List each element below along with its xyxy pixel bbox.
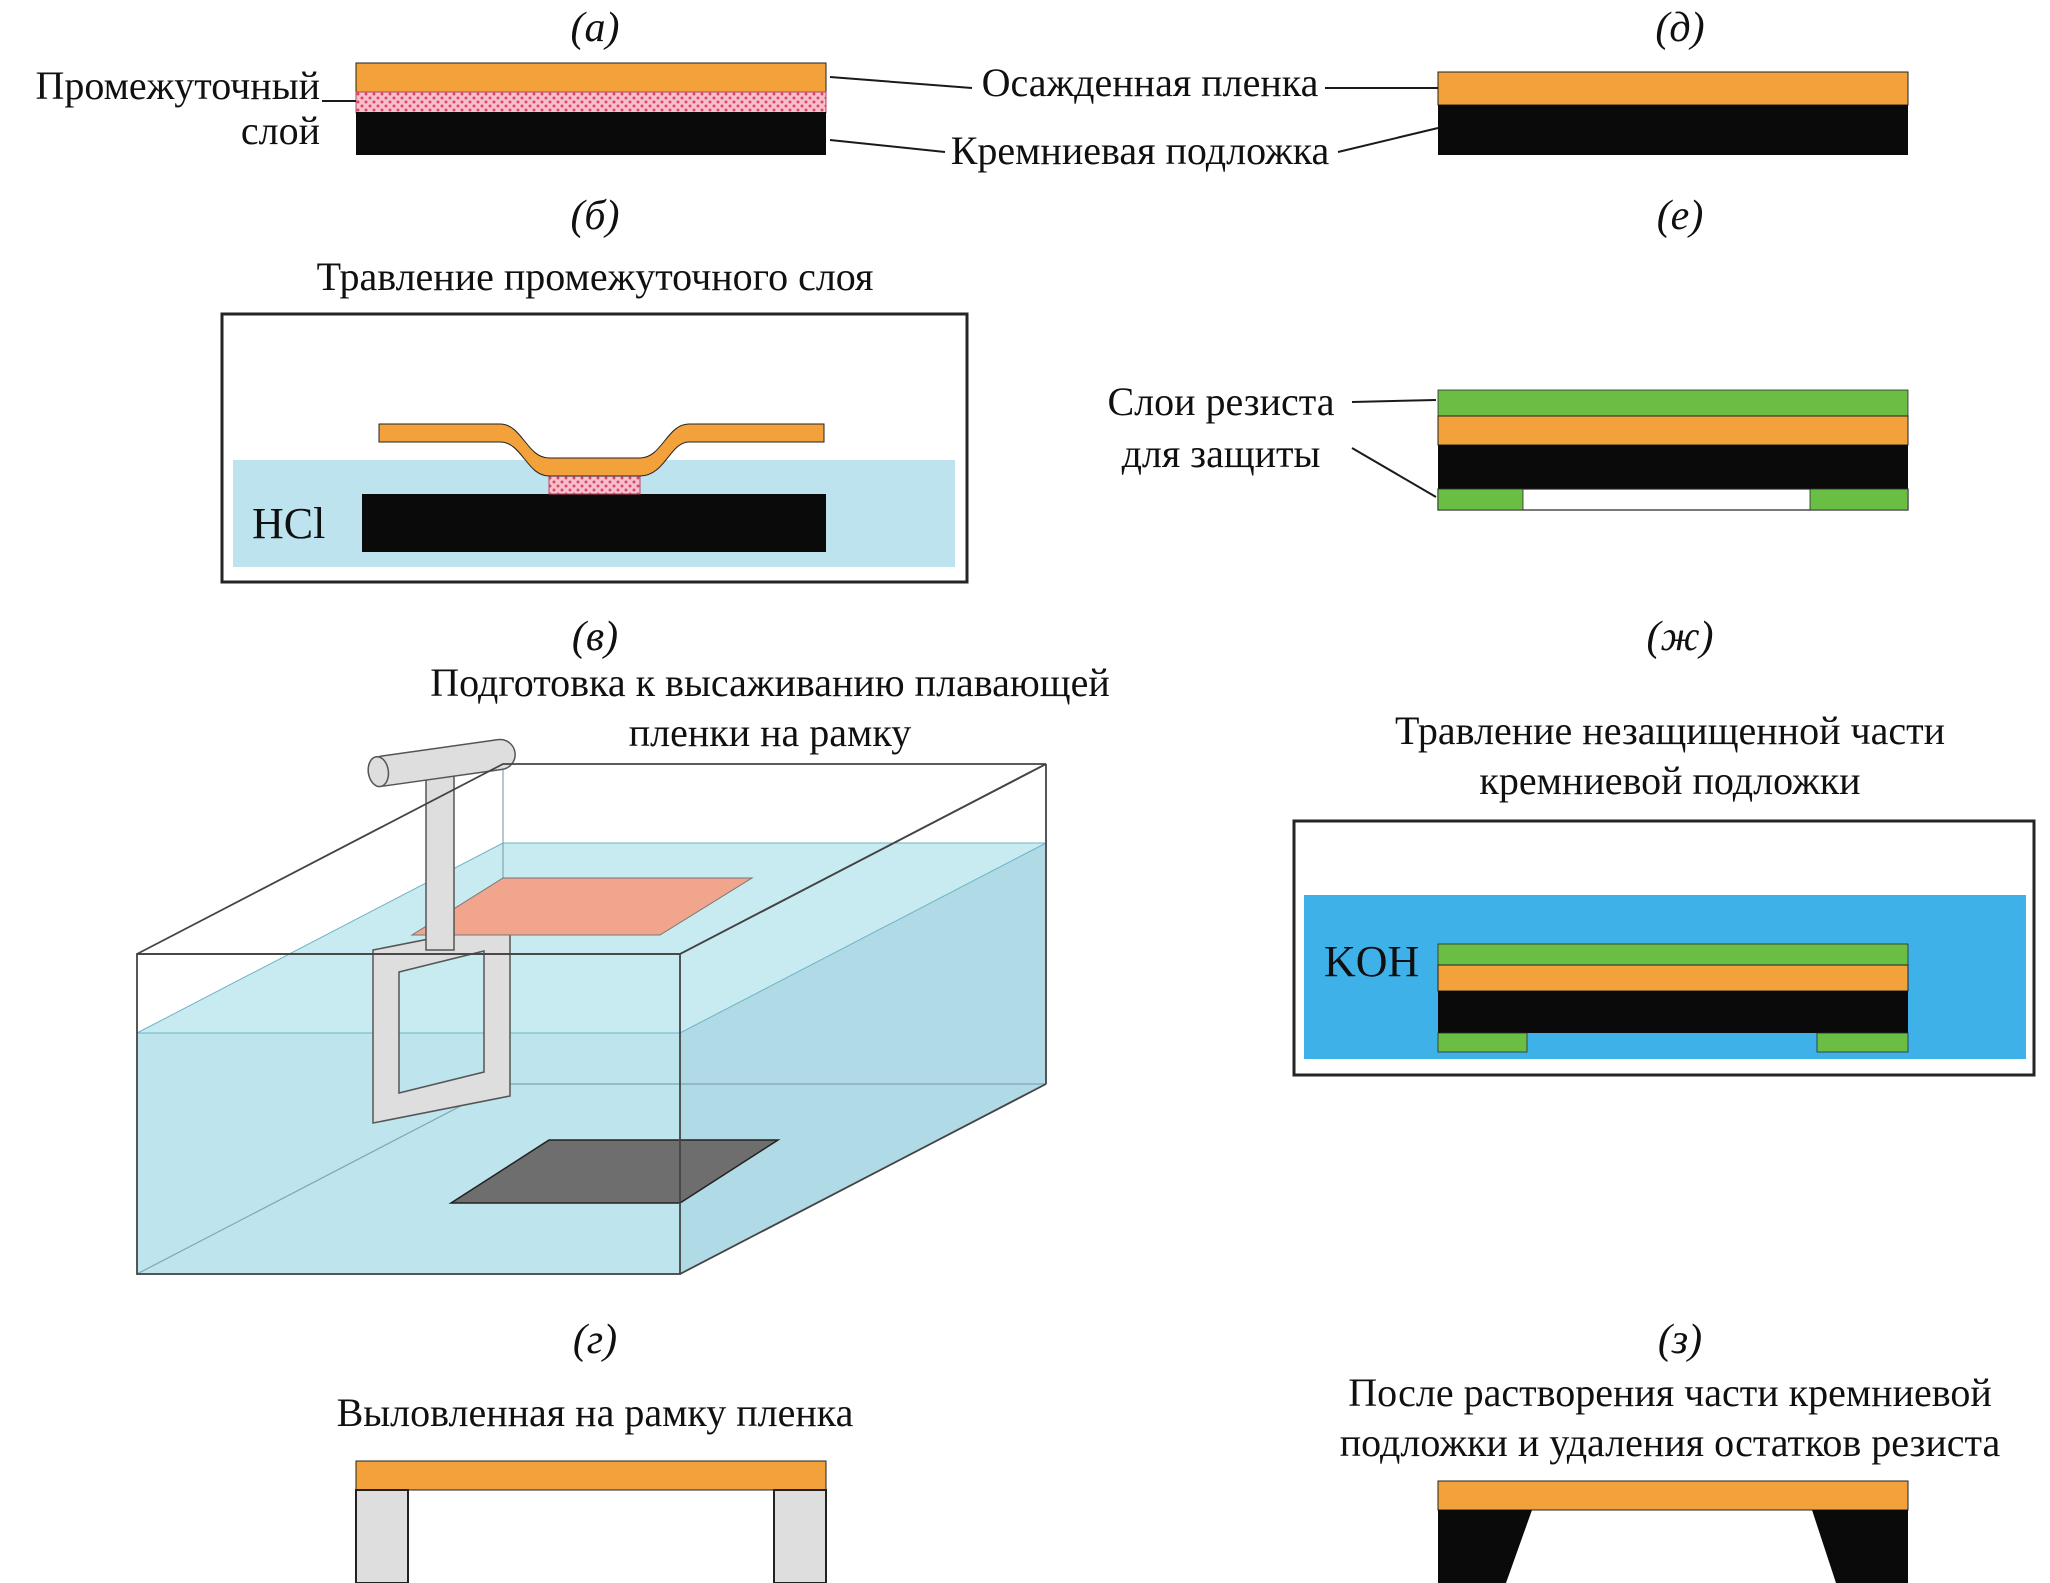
- silicon-substrate-label: Кремниевая подложка: [950, 128, 1330, 173]
- panel-a-deposited-film-layer: [355, 62, 827, 93]
- panel-b-intermediate-remnant: [548, 475, 641, 495]
- resist-callout-line1: Слои резиста: [1107, 379, 1335, 424]
- panel-d-label: (д): [1655, 5, 1705, 51]
- panel-zh-title: Травление незащищенной части кремниевой …: [1300, 706, 2040, 806]
- panel-z-drawing: [1437, 1480, 1909, 1583]
- resist-callout-line2: для защиты: [1121, 431, 1321, 476]
- panel-g-title: Выловленная на рамку пленка: [336, 1390, 854, 1435]
- panel-z-film: [1437, 1480, 1909, 1511]
- panel-e-bottom-resist-left: [1437, 488, 1524, 511]
- panel-zh-drawing: [1292, 819, 2036, 1077]
- leader-lines-top: [322, 76, 1439, 153]
- leader-substrate-to-a: [829, 139, 946, 153]
- panel-d-stack: [1437, 71, 1909, 155]
- panel-z-title-line1: После растворения части кремниевой: [1348, 1370, 1992, 1415]
- panel-g-label: (г): [572, 1317, 618, 1363]
- panel-b-lifting-film: [378, 423, 825, 477]
- panel-a-substrate-layer: [356, 112, 826, 155]
- panel-zh-title-line1: Травление незащищенной части: [1395, 708, 1945, 753]
- panel-v-drawing: [136, 738, 1047, 1275]
- panel-z-title: После растворения части кремниевой подло…: [1290, 1368, 2050, 1468]
- panel-b-substrate: [362, 494, 826, 552]
- panel-d-substrate-layer: [1438, 105, 1908, 155]
- panel-e-bottom-resist-right: [1809, 488, 1909, 511]
- panel-b-label: (б): [570, 193, 620, 239]
- resist-callout: Слои резиста для защиты: [1090, 376, 1352, 480]
- panel-zh-bottom-resist-right: [1816, 1032, 1909, 1053]
- panel-b-title: Травление промежуточного слоя: [316, 254, 874, 299]
- leader-lines-resist: [1351, 399, 1437, 498]
- intermediate-layer-label: Промежуточный слой: [0, 63, 320, 154]
- floating-film: [410, 877, 754, 936]
- panel-e-label: (е): [1656, 193, 1704, 239]
- tank-outline: [136, 763, 1047, 1275]
- panel-e-top-resist: [1437, 389, 1909, 417]
- panel-g-frame-right: [773, 1489, 827, 1583]
- panel-e-stack: [1351, 389, 1909, 511]
- panel-d-film-layer: [1437, 71, 1909, 106]
- panel-e-film-layer: [1437, 415, 1909, 446]
- panel-z-substrate-left: [1438, 1510, 1532, 1583]
- panel-zh-bottom-resist-left: [1437, 1032, 1528, 1053]
- deposited-film-label: Осажденная пленка: [981, 60, 1319, 105]
- panel-v-title-line2: пленки на рамку: [628, 710, 912, 755]
- panel-v-label: (в): [571, 614, 619, 660]
- panel-a-label: (а): [570, 5, 620, 51]
- panel-zh-label: (ж): [1646, 614, 1714, 660]
- panel-z-label: (з): [1657, 1317, 1703, 1363]
- frame-handle: [367, 738, 516, 788]
- panel-z-title-line2: подложки и удаления остатков резиста: [1339, 1420, 2001, 1465]
- leader-substrate-to-d: [1337, 127, 1439, 153]
- panel-z-substrate-right: [1812, 1510, 1908, 1583]
- panel-v-title: Подготовка к высаживанию плавающей пленк…: [345, 658, 1195, 758]
- panel-zh-title-line2: кремниевой подложки: [1479, 758, 1861, 803]
- panel-g-film: [355, 1460, 827, 1491]
- intermediate-layer-label-line2: слой: [240, 107, 320, 153]
- panel-zh-substrate-layer: [1438, 991, 1908, 1033]
- panel-b-drawing: [220, 312, 969, 584]
- panel-zh-top-resist: [1437, 943, 1909, 966]
- water-front-face: [137, 1033, 680, 1274]
- panel-zh-etchant-label: KOH: [1324, 937, 1420, 986]
- intermediate-layer-label-line1: Промежуточный: [35, 63, 320, 108]
- panel-a-intermediate-layer: [355, 91, 827, 114]
- panel-g-drawing: [355, 1460, 827, 1583]
- sunken-plate: [448, 1139, 781, 1204]
- panel-v-title-line1: Подготовка к высаживанию плавающей: [430, 660, 1110, 705]
- panel-e-substrate-layer: [1438, 445, 1908, 489]
- panel-zh-film-layer: [1437, 964, 1909, 992]
- panel-a-stack: [355, 62, 827, 155]
- panel-g-frame-left: [355, 1489, 409, 1583]
- water-right-face: [680, 843, 1046, 1274]
- frame-post: [425, 769, 455, 951]
- panel-b-etchant-label: HCl: [252, 499, 326, 548]
- leader-film-to-a: [829, 76, 973, 89]
